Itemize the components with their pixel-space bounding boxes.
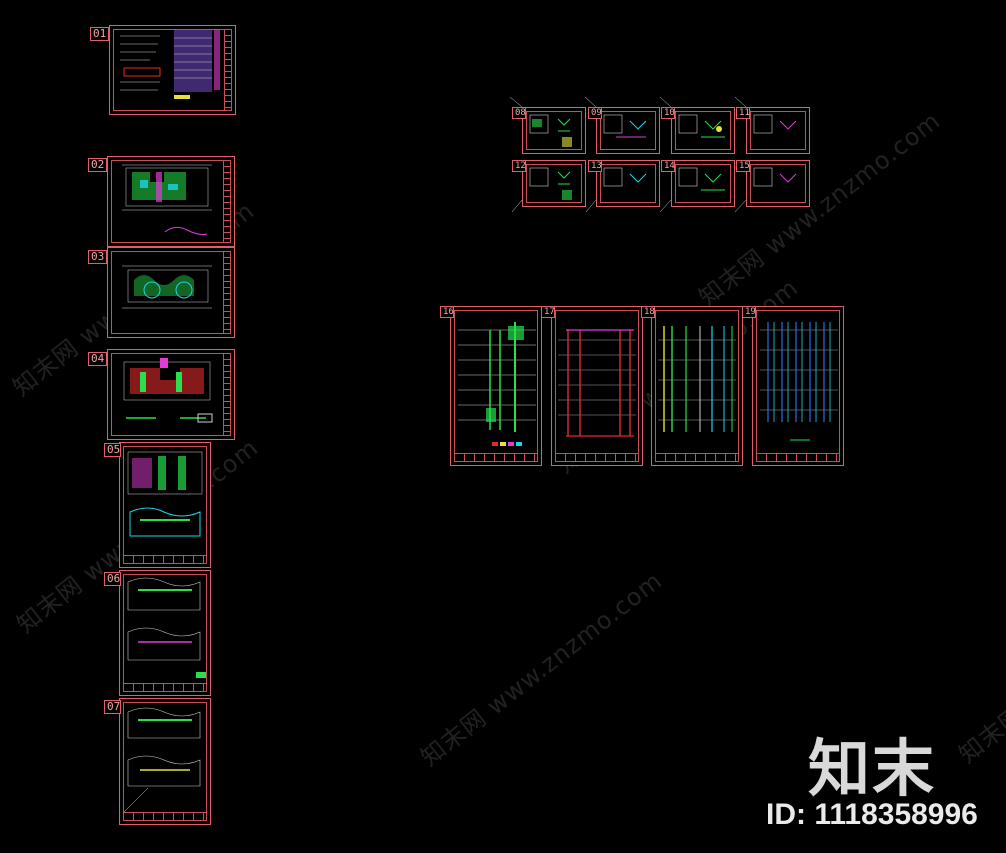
drawing-sheet-16[interactable] [450, 306, 542, 466]
drawing-sheet-17[interactable] [551, 306, 643, 466]
drawing-sheet-04[interactable] [107, 349, 235, 440]
brand-logo: 知末 [808, 732, 937, 805]
drawing-sheet-02[interactable] [107, 156, 235, 247]
sheet-06-content [127, 577, 206, 678]
sheet-01-content [120, 30, 220, 99]
sheet-03-content [122, 265, 212, 309]
sheet-number-01: 01 [90, 27, 109, 41]
sheet-number-17: 17 [541, 306, 555, 318]
drawing-sheet-18[interactable] [651, 306, 743, 466]
sheet-number-12: 12 [512, 160, 526, 172]
sheet-02-content [122, 164, 212, 235]
drawing-sheet-03[interactable] [107, 247, 235, 338]
sheet-04-content [123, 358, 213, 423]
sheet-number-03: 03 [88, 250, 107, 264]
sheet-number-16: 16 [440, 306, 454, 318]
sheet-number-05: 05 [104, 443, 121, 457]
sheet-number-10: 10 [661, 107, 675, 119]
sheet-number-04: 04 [88, 352, 107, 366]
sheet-19-content [760, 322, 838, 441]
sheet-number-14: 14 [661, 160, 675, 172]
small-sheets-content [509, 96, 797, 213]
sheet-number-02: 02 [88, 158, 107, 172]
sheet-number-06: 06 [104, 572, 121, 586]
image-id-label: ID: 1118358996 [766, 798, 978, 831]
drawing-sheet-19[interactable] [752, 306, 844, 466]
sheet-number-11: 11 [736, 107, 750, 119]
sheet-05-content [127, 451, 203, 537]
sheet-number-07: 07 [104, 700, 121, 714]
sheet-number-08: 08 [512, 107, 526, 119]
sheet-18-content [658, 326, 736, 432]
sheet-number-19: 19 [742, 306, 756, 318]
sheet-07-content [123, 707, 201, 813]
sheet-number-18: 18 [641, 306, 655, 318]
sheet-number-15: 15 [736, 160, 750, 172]
sheet-number-13: 13 [588, 160, 602, 172]
sheet-17-content [558, 329, 636, 437]
drawing-sheet-13[interactable] [596, 160, 660, 207]
sheet-number-09: 09 [588, 107, 602, 119]
sheet-16-content [458, 322, 536, 446]
